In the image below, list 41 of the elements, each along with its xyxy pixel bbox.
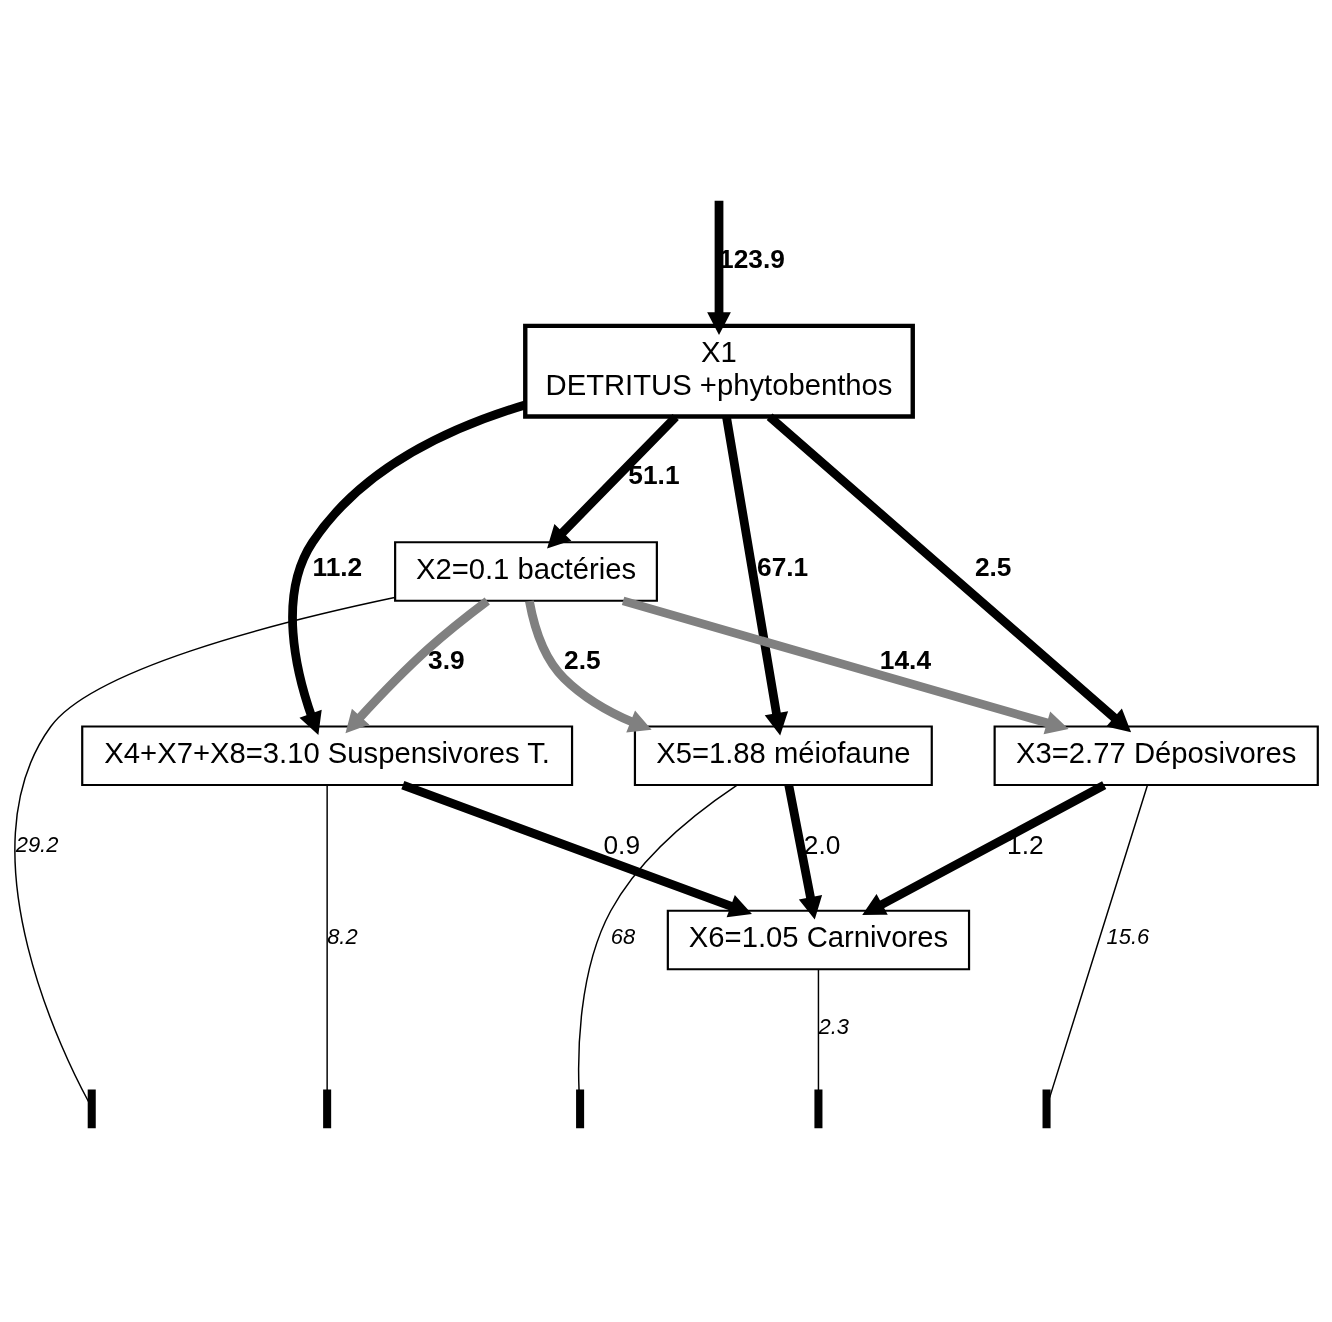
node-ground <box>576 1089 585 1129</box>
arrow <box>707 200 731 335</box>
edge-label: 68 <box>610 923 636 949</box>
connector <box>577 784 738 1092</box>
edge-label: 51.1 <box>628 460 680 491</box>
arrow <box>722 416 789 736</box>
connector <box>14 596 396 1103</box>
edge-label: 67.1 <box>757 552 809 583</box>
node-ground <box>1042 1089 1051 1129</box>
arrow <box>547 413 679 549</box>
edge-label: 2.5 <box>564 644 601 675</box>
edge-label: 2.0 <box>803 830 841 861</box>
arrow <box>345 597 490 734</box>
arrow <box>862 781 1107 916</box>
node-box: X3=2.77 Déposivores <box>993 725 1319 787</box>
node-box: X2=0.1 bactéries <box>394 541 658 602</box>
node-box: X4+X7+X8=3.10 Suspensivores T. <box>81 725 574 787</box>
edge-label: 3.9 <box>428 644 465 675</box>
edge-label: 123.9 <box>719 243 785 274</box>
arrow <box>621 596 1069 735</box>
node-box: X1 DETRITUS +phytobenthos <box>523 323 915 419</box>
arrow <box>784 784 823 920</box>
edge-label: 14.4 <box>879 644 932 675</box>
edge-label: 2.5 <box>974 552 1012 583</box>
connector <box>1048 784 1149 1099</box>
node-ground <box>323 1089 332 1129</box>
node-ground <box>814 1089 823 1129</box>
edge-label: 15.6 <box>1106 923 1150 949</box>
node-ground <box>87 1089 96 1129</box>
edge-label: 2.3 <box>818 1013 849 1039</box>
arrow <box>401 781 752 918</box>
arrow <box>288 400 527 735</box>
arrow <box>525 600 652 733</box>
edge-label: 0.9 <box>603 830 641 861</box>
connector <box>817 968 820 1092</box>
edge-label: 8.2 <box>327 923 358 949</box>
node-box: X5=1.88 méiofaune <box>633 725 933 787</box>
edge-label: 11.2 <box>312 552 363 583</box>
arrow <box>766 413 1132 733</box>
node-box: X6=1.05 Carnivores <box>666 909 971 971</box>
connector <box>326 784 328 1091</box>
